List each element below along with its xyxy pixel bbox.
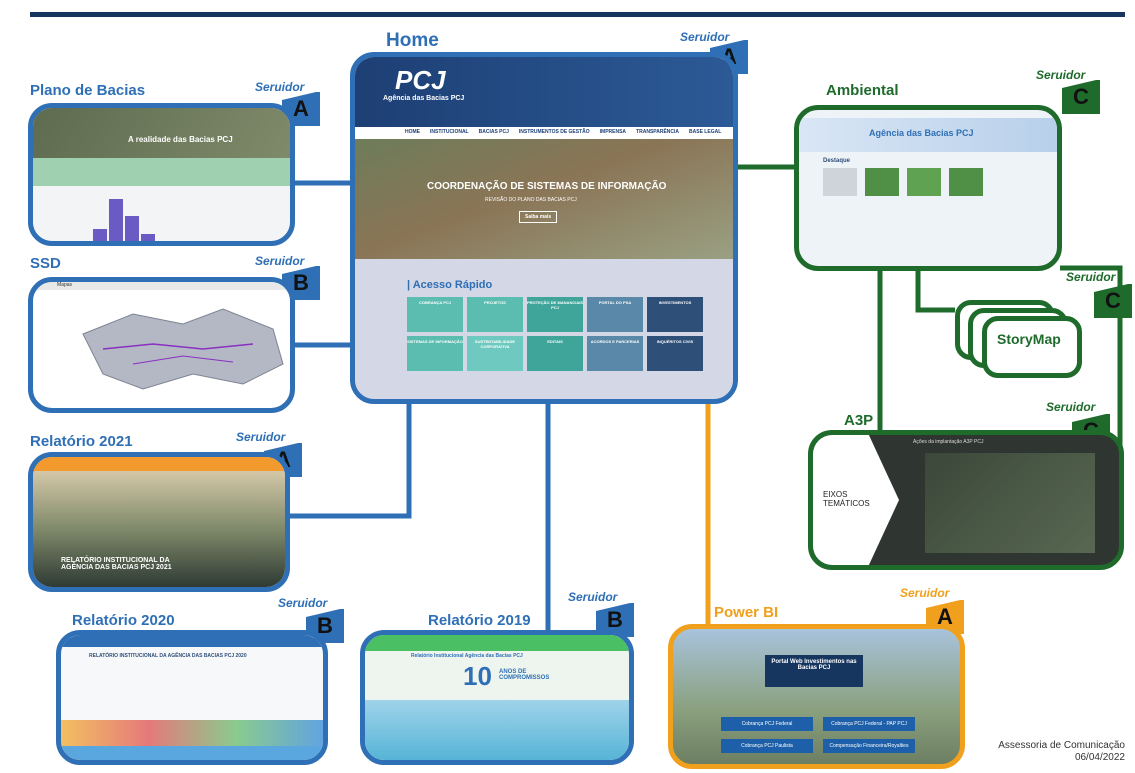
quick-item[interactable]: PROTEÇÃO DE MANANCIAIS PCJ bbox=[527, 297, 583, 332]
ambiental-section: Destaque bbox=[823, 158, 851, 164]
rel2021-server-label: Seruidor bbox=[236, 430, 286, 444]
rel2020-caption: RELATÓRIO INSTITUCIONAL DA AGÊNCIA DAS B… bbox=[89, 653, 247, 659]
powerbi-server-label: Seruidor bbox=[900, 586, 950, 600]
quick-access-grid: COBRANÇA PCJ PROJETOS PROTEÇÃO DE MANANC… bbox=[407, 297, 703, 371]
plano-card[interactable]: A realidade das Bacias PCJ bbox=[28, 103, 295, 246]
ssd-server-label: Seruidor bbox=[255, 254, 305, 268]
powerbi-button[interactable]: Compensação Financeira/Royalties bbox=[823, 739, 915, 753]
a3p-eixos: EIXOS TEMÁTICOS bbox=[823, 490, 870, 508]
quick-item[interactable]: INVESTIMENTOS bbox=[647, 297, 703, 332]
home-card[interactable]: PCJ Agência das Bacias PCJ HOME INSTITUC… bbox=[350, 52, 738, 404]
a3p-screenshot: EIXOS TEMÁTICOS Ações da implantação A3P… bbox=[813, 435, 1119, 565]
rel2019-header: Relatório Institucional Agência das Baci… bbox=[411, 653, 523, 659]
storymap-server-label: Seruidor bbox=[1066, 270, 1116, 284]
footer: Assessoria de Comunicação 06/04/2022 bbox=[998, 740, 1125, 764]
rel2020-title: Relatório 2020 bbox=[72, 612, 175, 629]
quick-item[interactable]: SISTEMAS DE INFORMAÇÃO bbox=[407, 336, 463, 371]
powerbi-button[interactable]: Cobrança PCJ Federal bbox=[721, 717, 813, 731]
a3p-header: Ações da implantação A3P PCJ bbox=[913, 439, 984, 445]
ambiental-logo: Agência das Bacias PCJ bbox=[869, 128, 974, 138]
ambiental-server-label: Seruidor bbox=[1036, 68, 1086, 82]
plano-screenshot: A realidade das Bacias PCJ bbox=[33, 108, 290, 241]
nav-item[interactable]: BASE LEGAL bbox=[689, 129, 722, 135]
nav-item[interactable]: TRANSPARÊNCIA bbox=[636, 129, 680, 135]
home-hero-sub: REVISÃO DO PLANO DAS BACIAS PCJ bbox=[485, 197, 577, 203]
rel2020-server-label: Seruidor bbox=[278, 596, 328, 610]
a3p-title: A3P bbox=[844, 412, 874, 429]
home-hero-title: COORDENAÇÃO DE SISTEMAS DE INFORMAÇÃO bbox=[427, 181, 667, 192]
home-screenshot: PCJ Agência das Bacias PCJ HOME INSTITUC… bbox=[355, 57, 733, 399]
plano-title: Plano de Bacias bbox=[30, 82, 146, 99]
rel2021-caption: RELATÓRIO INSTITUCIONAL DA AGÊNCIA DAS B… bbox=[61, 557, 172, 571]
plano-chart bbox=[93, 199, 155, 241]
ambiental-card[interactable]: Agência das Bacias PCJ Destaque bbox=[794, 105, 1062, 271]
rel2019-big-number: 10 bbox=[463, 661, 492, 691]
ssd-card[interactable]: Mapas bbox=[28, 277, 295, 413]
powerbi-title: Power BI bbox=[714, 604, 779, 621]
ssd-window-title: Mapas bbox=[57, 282, 73, 288]
storymap-label: StoryMap bbox=[997, 331, 1061, 347]
storymap-card[interactable]: StoryMap bbox=[982, 316, 1082, 378]
home-server-label: Seruidor bbox=[680, 30, 730, 44]
rel2020-card[interactable]: RELATÓRIO INSTITUCIONAL DA AGÊNCIA DAS B… bbox=[56, 630, 328, 765]
quick-item[interactable]: PROJETOS bbox=[467, 297, 523, 332]
plano-server-label: Seruidor bbox=[255, 80, 305, 94]
footer-date: 06/04/2022 bbox=[1074, 752, 1125, 763]
rel2019-screenshot: Relatório Institucional Agência das Baci… bbox=[365, 635, 629, 760]
rel2019-anos: ANOS DE COMPROMISSOS bbox=[499, 669, 550, 681]
powerbi-button[interactable]: Cobrança PCJ Paulista bbox=[721, 739, 813, 753]
nav-item[interactable]: INSTRUMENTOS DE GESTÃO bbox=[518, 129, 590, 135]
a3p-server-label: Seruidor bbox=[1046, 400, 1096, 414]
ssd-title: SSD bbox=[30, 255, 61, 272]
rel2019-server-label: Seruidor bbox=[568, 590, 618, 604]
rel2021-title: Relatório 2021 bbox=[30, 433, 133, 450]
ambiental-title: Ambiental bbox=[826, 82, 899, 99]
powerbi-screenshot: Portal Web Investimentos nas Bacias PCJ … bbox=[673, 629, 960, 764]
rel2021-card[interactable]: RELATÓRIO INSTITUCIONAL DA AGÊNCIA DAS B… bbox=[28, 452, 290, 592]
quick-item[interactable]: INQUÉRITOS CIVIS bbox=[647, 336, 703, 371]
quick-item[interactable]: COBRANÇA PCJ bbox=[407, 297, 463, 332]
top-rule bbox=[30, 12, 1125, 17]
ssd-map bbox=[82, 308, 284, 390]
rel2019-title: Relatório 2019 bbox=[428, 612, 531, 629]
quick-item[interactable]: SUSTENTABILIDADE CORPORATIVA bbox=[467, 336, 523, 371]
quick-item[interactable]: PORTAL DO PSA bbox=[587, 297, 643, 332]
quick-item[interactable]: ACORDOS E PARCERIAS bbox=[587, 336, 643, 371]
a3p-card[interactable]: EIXOS TEMÁTICOS Ações da implantação A3P… bbox=[808, 430, 1124, 570]
quick-access-title: | Acesso Rápido bbox=[407, 279, 493, 291]
plano-banner: A realidade das Bacias PCJ bbox=[128, 135, 233, 144]
rel2021-screenshot: RELATÓRIO INSTITUCIONAL DA AGÊNCIA DAS B… bbox=[33, 457, 285, 587]
ssd-screenshot: Mapas bbox=[33, 282, 290, 408]
nav-item[interactable]: INSTITUCIONAL bbox=[430, 129, 469, 135]
ambiental-screenshot: Agência das Bacias PCJ Destaque bbox=[799, 110, 1057, 266]
nav-item[interactable]: BACIAS PCJ bbox=[478, 129, 509, 135]
home-logo: PCJ bbox=[395, 65, 446, 95]
rel2019-card[interactable]: Relatório Institucional Agência das Baci… bbox=[360, 630, 634, 765]
nav-item[interactable]: HOME bbox=[405, 129, 420, 135]
footer-dept: Assessoria de Comunicação bbox=[998, 740, 1125, 751]
quick-item[interactable]: EDITAIS bbox=[527, 336, 583, 371]
powerbi-button[interactable]: Cobrança PCJ Federal - PAP PCJ bbox=[823, 717, 915, 731]
powerbi-card[interactable]: Portal Web Investimentos nas Bacias PCJ … bbox=[668, 624, 965, 769]
home-nav: HOME INSTITUCIONAL BACIAS PCJ INSTRUMENT… bbox=[405, 129, 721, 135]
home-title: Home bbox=[386, 30, 439, 51]
home-agency: Agência das Bacias PCJ bbox=[383, 95, 465, 102]
powerbi-portal: Portal Web Investimentos nas Bacias PCJ bbox=[765, 655, 863, 687]
nav-item[interactable]: IMPRENSA bbox=[599, 129, 627, 135]
rel2020-screenshot: RELATÓRIO INSTITUCIONAL DA AGÊNCIA DAS B… bbox=[61, 635, 323, 760]
home-hero-button[interactable]: Saiba mais bbox=[519, 211, 558, 223]
